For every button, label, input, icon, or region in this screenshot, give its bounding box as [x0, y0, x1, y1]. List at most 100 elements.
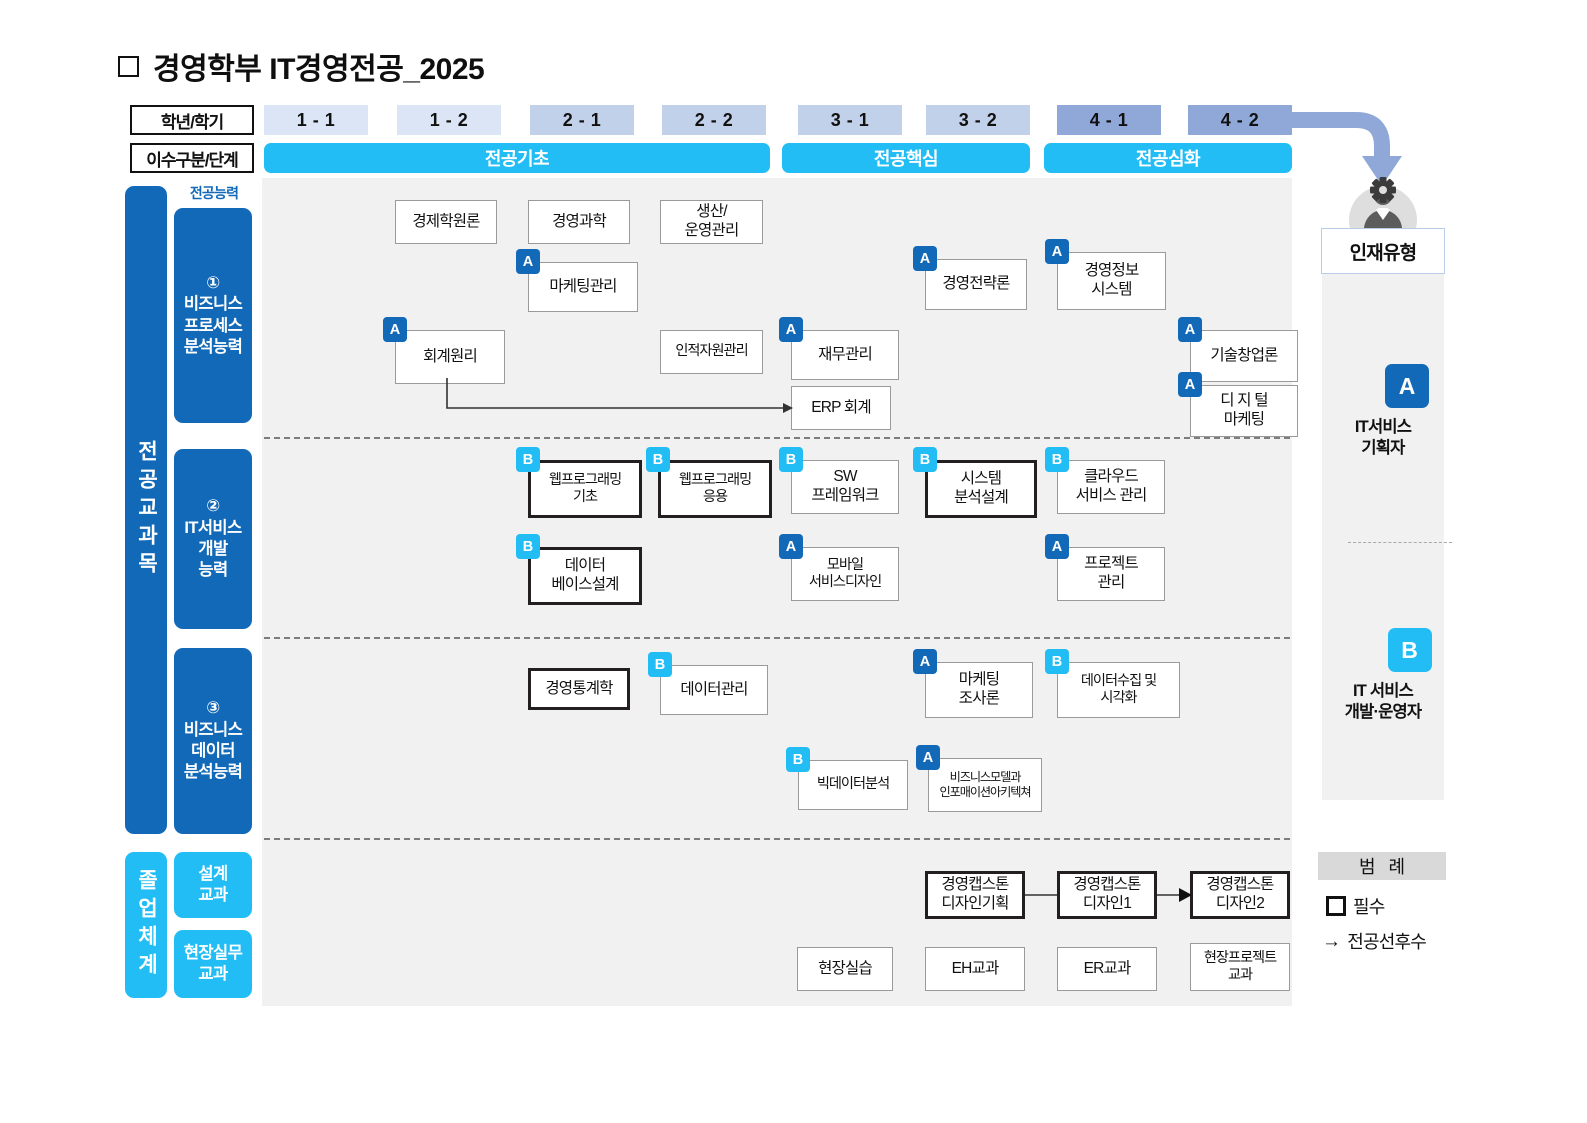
page-title: 경영학부 IT경영전공_2025: [153, 53, 485, 86]
semester-chip-4-1[interactable]: 4 - 1: [1057, 105, 1161, 135]
course-box[interactable]: 마케팅관리: [528, 262, 638, 312]
semester-chip-1-2[interactable]: 1 - 2: [397, 105, 501, 135]
stage-chip-major-core[interactable]: 전공핵심: [782, 143, 1030, 173]
legend-item-prereq: → 전공선후수: [1322, 928, 1427, 954]
stage-chip-major-advanced[interactable]: 전공심화: [1044, 143, 1292, 173]
tag-b-icon: B: [516, 447, 540, 472]
semester-chip-3-1[interactable]: 3 - 1: [798, 105, 902, 135]
competency-caption: 전공능력: [189, 185, 239, 201]
tag-b-icon: B: [516, 534, 540, 559]
semester-chip-4-2[interactable]: 4 - 2: [1188, 105, 1292, 135]
course-cell: A 회계원리: [383, 317, 505, 384]
page-title-row: 경영학부 IT경영전공_2025: [118, 44, 485, 88]
semester-chip-2-1[interactable]: 2 - 1: [530, 105, 634, 135]
badge-a-icon: A: [1385, 364, 1429, 408]
course-box[interactable]: 빅데이터분석: [798, 760, 908, 810]
course-box[interactable]: 경영통계학: [528, 668, 630, 710]
tag-b-icon: B: [779, 447, 803, 472]
course-box[interactable]: 회계원리: [395, 330, 505, 384]
course-cell: B 데이터관리: [648, 652, 768, 715]
course-box[interactable]: 경제학원론: [395, 200, 497, 244]
tag-a-icon: A: [1045, 239, 1069, 264]
person-gear-icon: [1346, 176, 1420, 238]
legend-item-prereq-label: 전공선후수: [1347, 932, 1427, 952]
course-box[interactable]: 데이터관리: [660, 665, 768, 715]
course-box[interactable]: EH교과: [925, 947, 1025, 991]
course-box[interactable]: 인적자원관리: [660, 330, 763, 374]
separator-competency-2-3: [264, 637, 1290, 639]
tag-a-icon: A: [383, 317, 407, 342]
tag-a-icon: A: [913, 246, 937, 271]
rail-major-courses-label: 전공교과목: [135, 440, 159, 580]
tag-a-icon: A: [1045, 534, 1069, 559]
semester-chip-3-2[interactable]: 3 - 2: [926, 105, 1030, 135]
rail-major-courses: 전공교과목: [125, 186, 167, 834]
tag-b-icon: B: [648, 652, 672, 677]
course-box[interactable]: ERP 회계: [791, 386, 891, 430]
tag-a-icon: A: [916, 745, 940, 770]
tag-b-icon: B: [1045, 447, 1069, 472]
tag-a-icon: A: [516, 249, 540, 274]
semester-chip-2-2[interactable]: 2 - 2: [662, 105, 766, 135]
legend-arrow-icon: →: [1322, 930, 1341, 952]
tag-b-icon: B: [646, 447, 670, 472]
course-box[interactable]: 현장실습: [797, 947, 893, 991]
row-label-course-stage: 이수구분/단계: [130, 143, 254, 173]
course-box[interactable]: 기술창업론: [1190, 330, 1298, 382]
course-box[interactable]: 재무관리: [791, 330, 899, 380]
legend-square-icon: [1326, 896, 1346, 916]
badge-b-icon: B: [1387, 628, 1432, 672]
semester-chip-1-1[interactable]: 1 - 1: [264, 105, 368, 135]
tag-b-icon: B: [913, 447, 937, 472]
separator-competency-3-grad: [264, 838, 1290, 840]
course-box[interactable]: 경영전략론: [925, 259, 1027, 310]
tag-a-icon: A: [1178, 372, 1202, 397]
course-box[interactable]: ER교과: [1057, 947, 1157, 991]
tag-a-icon: A: [1178, 317, 1202, 342]
course-cell: A 마케팅관리: [516, 249, 638, 312]
stage-chip-major-basic[interactable]: 전공기초: [264, 143, 770, 173]
legend-item-required: 필수: [1326, 893, 1385, 919]
bullet-square-icon: [118, 55, 139, 77]
course-box[interactable]: 경영과학: [528, 200, 630, 244]
course-cell: A 재무관리: [779, 317, 899, 380]
course-box[interactable]: 생산/운영관리: [660, 200, 763, 244]
tag-b-icon: B: [1045, 649, 1069, 674]
